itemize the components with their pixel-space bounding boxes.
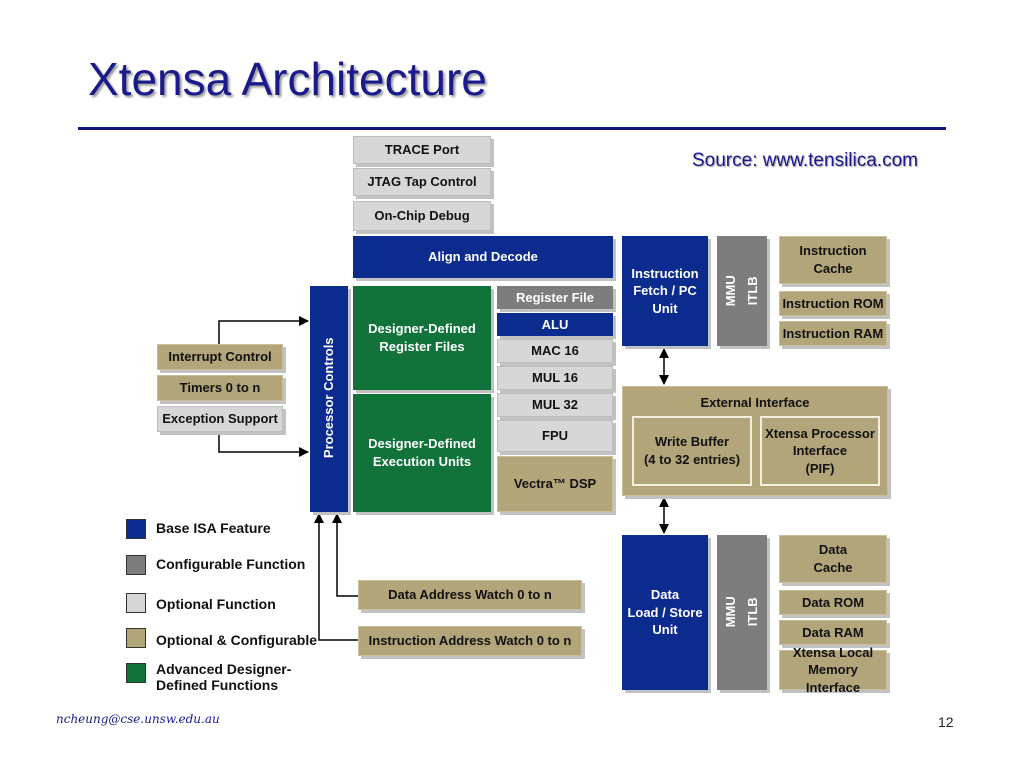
instruction-fetch-box: Instruction Fetch / PC Unit (622, 236, 708, 346)
mmu-itlb-top-box: MMU ITLB (717, 236, 767, 346)
data-load-store-box: Data Load / Store Unit (622, 535, 708, 690)
data-rom-box: Data ROM (779, 590, 887, 615)
page-number: 12 (938, 714, 954, 730)
timers-box: Timers 0 to n (157, 375, 283, 401)
mmu-bottom-label: MMU (723, 596, 739, 628)
legend-swatch-optional-configurable (126, 628, 146, 648)
legend-swatch-base-isa (126, 519, 146, 539)
instruction-address-watch-box: Instruction Address Watch 0 to n (358, 626, 582, 656)
legend-swatch-configurable (126, 555, 146, 575)
legend-label-optional: Optional Function (156, 596, 276, 612)
legend-label-base-isa: Base ISA Feature (156, 520, 271, 536)
jtag-tap-control-box: JTAG Tap Control (353, 168, 491, 196)
legend-label-configurable: Configurable Function (156, 556, 306, 572)
itlb-bottom-label: ITLB (745, 597, 761, 627)
mul16-box: MUL 16 (497, 366, 613, 390)
legend-swatch-advanced-designer (126, 663, 146, 683)
instruction-rom-box: Instruction ROM (779, 291, 887, 316)
data-address-watch-box: Data Address Watch 0 to n (358, 580, 582, 610)
instruction-ram-box: Instruction RAM (779, 321, 887, 346)
processor-controls-box: Processor Controls (310, 286, 348, 512)
title-underline (78, 127, 946, 130)
alu-box: ALU (497, 313, 613, 336)
fpu-box: FPU (497, 420, 613, 452)
legend-label-optional-configurable: Optional & Configurable (156, 632, 317, 648)
register-file-box: Register File (497, 286, 613, 309)
designer-register-files-box: Designer-Defined Register Files (353, 286, 491, 390)
on-chip-debug-box: On-Chip Debug (353, 201, 491, 231)
processor-controls-label: Processor Controls (321, 337, 337, 459)
instruction-cache-box: Instruction Cache (779, 236, 887, 284)
local-memory-interface-box: Xtensa Local Memory Interface (779, 645, 887, 695)
arrow-data-watch (332, 513, 358, 597)
mmu-itlb-bottom-box: MMU ITLB (717, 535, 767, 690)
exception-support-box: Exception Support (157, 406, 283, 432)
trace-port-box: TRACE Port (353, 136, 491, 164)
align-decode-box: Align and Decode (353, 236, 613, 278)
source-credit: Source: www.tensilica.com (692, 150, 918, 171)
legend-label-advanced-designer: Advanced Designer- Defined Functions (156, 661, 292, 694)
mul32-box: MUL 32 (497, 393, 613, 417)
pif-box: Xtensa Processor Interface (PIF) (760, 416, 880, 486)
legend-swatch-optional (126, 593, 146, 613)
write-buffer-box: Write Buffer (4 to 32 entries) (632, 416, 752, 486)
slide-title: Xtensa Architecture (88, 53, 487, 105)
arrow-interrupt-to-controls (218, 316, 309, 344)
interrupt-control-box: Interrupt Control (157, 344, 283, 370)
designer-execution-units-box: Designer-Defined Execution Units (353, 394, 491, 512)
itlb-top-label: ITLB (745, 276, 761, 306)
mmu-top-label: MMU (723, 275, 739, 307)
data-cache-box: Data Cache (779, 535, 887, 583)
vectra-dsp-box: Vectra™ DSP (497, 456, 613, 512)
footer-email: ncheung@cse.unsw.edu.au (56, 712, 220, 726)
data-ram-box: Data RAM (779, 620, 887, 645)
mac16-box: MAC 16 (497, 339, 613, 363)
arrow-instr-watch (314, 513, 358, 641)
external-interface-label: External Interface (700, 395, 810, 410)
arrow-exception-to-controls (218, 430, 309, 457)
